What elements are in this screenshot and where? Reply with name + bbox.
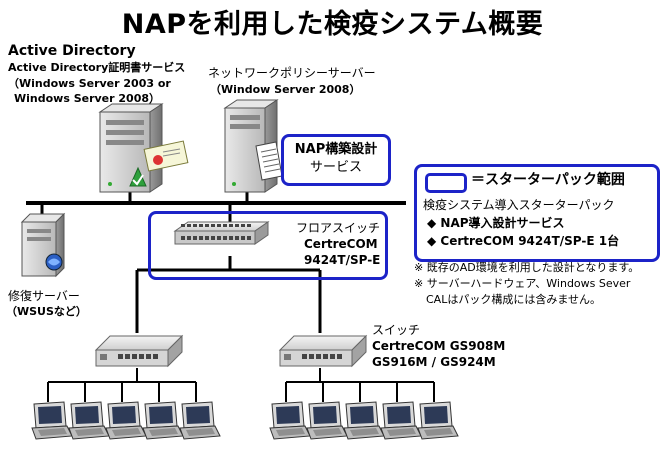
- check-icon: [129, 166, 147, 187]
- legend-heading: 検疫システム導入スターターパック: [423, 198, 615, 212]
- edge-switch-label: スイッチ: [372, 323, 421, 337]
- legend-box: ＝スターターパック範囲 検疫システム導入スターターパック ◆ NAP導入設計サー…: [414, 164, 660, 262]
- laptop-icon: [105, 401, 147, 440]
- floor-switch-brand: CertreCOM: [304, 237, 378, 251]
- laptop-icon: [179, 401, 221, 440]
- remediation-line1: 修復サーバー: [8, 289, 80, 303]
- legend-item2: ◆ CertreCOM 9424T/SP-E 1台: [427, 234, 620, 248]
- legend-item1: ◆ NAP導入設計サービス: [427, 216, 565, 230]
- nps-os: （Window Server 2008）: [210, 83, 361, 96]
- ad-service: Active Directory証明書サービス: [8, 61, 186, 74]
- laptop-icon: [417, 401, 459, 440]
- laptop-icon: [306, 401, 348, 440]
- note-2a: ※ サーバーハードウェア、Windows Sever: [414, 277, 631, 290]
- floor-switch-label: フロアスイッチ: [296, 221, 381, 235]
- edge-switch-model1: CertreCOM GS908M: [372, 339, 506, 353]
- nap-service-line1: NAP構築設計: [294, 142, 378, 157]
- edge-switch-left-icon: [94, 334, 184, 368]
- edge-switch-right-icon: [278, 334, 368, 368]
- laptop-icon: [142, 401, 184, 440]
- laptop-icon: [380, 401, 422, 440]
- note-2b: CALはパック構成には含みません。: [426, 293, 602, 306]
- nap-service-line2: サービス: [309, 160, 362, 175]
- remediation-line2: （WSUSなど）: [6, 305, 87, 318]
- nps-name: ネットワークポリシーサーバー: [208, 66, 376, 80]
- legend-swatch: [425, 173, 467, 193]
- ad-os-line1: （Windows Server 2003 or: [8, 77, 171, 90]
- ad-server-icon: [98, 103, 164, 193]
- edge-switch-model2: GS916M / GS924M: [372, 355, 496, 369]
- certificate-icon: [143, 140, 189, 172]
- floor-switch-box: [148, 211, 388, 280]
- laptop-icon: [269, 401, 311, 440]
- laptop-icon: [343, 401, 385, 440]
- floor-switch-model: 9424T/SP-E: [304, 253, 381, 267]
- page-title: NAPを利用した検疫システム概要: [121, 9, 544, 40]
- ad-os-line2: Windows Server 2008）: [14, 92, 161, 105]
- ad-name: Active Directory: [8, 43, 136, 59]
- floor-switch-icon: [173, 221, 270, 245]
- laptop-icon: [68, 401, 110, 440]
- legend-title: ＝スターターパック範囲: [471, 172, 625, 188]
- laptop-icon: [31, 401, 73, 440]
- nap-service-box: NAP構築設計 サービス: [281, 134, 391, 186]
- remediation-server-icon: [20, 212, 66, 278]
- note-1: ※ 既存のAD環境を利用した設計となります。: [414, 261, 640, 274]
